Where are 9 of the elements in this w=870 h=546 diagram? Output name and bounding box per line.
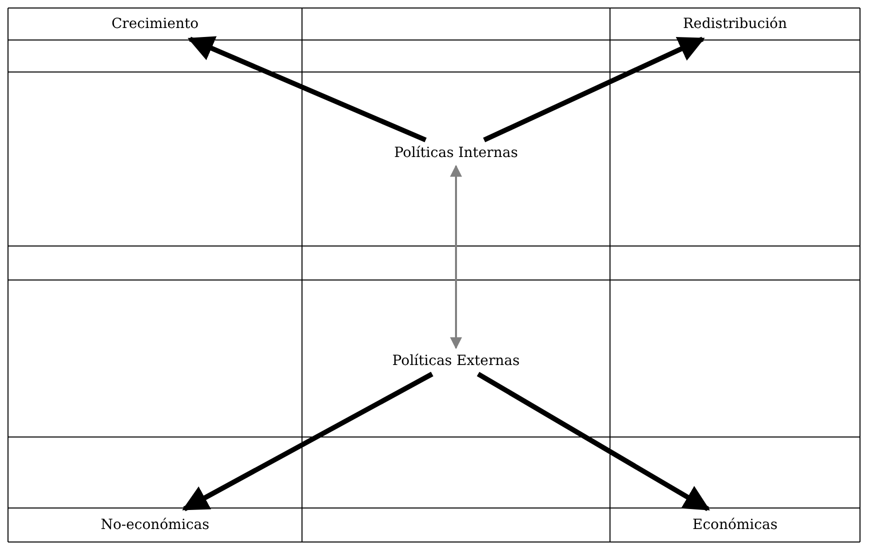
cell-heading: Redistribución [683,16,787,32]
cell-heading: Crecimiento [111,16,199,32]
cell-heading: Económicas [692,517,778,533]
arrow [450,164,462,350]
cell-heading: No-económicas [100,517,210,533]
arrow [476,372,710,512]
arrow [182,372,434,512]
arrow [483,36,705,142]
arrow [188,36,427,142]
